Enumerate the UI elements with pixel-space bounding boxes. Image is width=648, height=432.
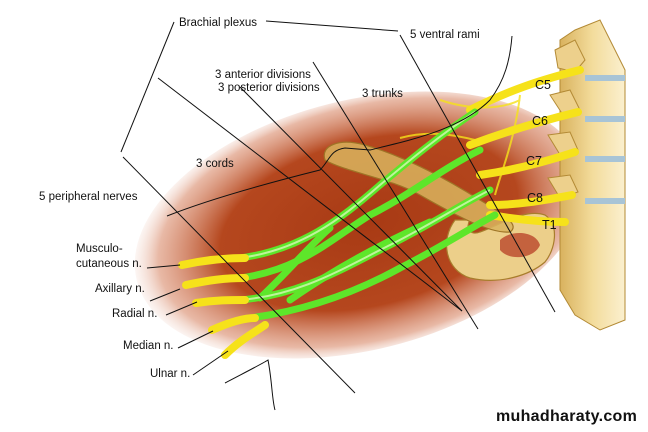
- label-brachial-plexus: Brachial plexus: [179, 17, 257, 29]
- label-ulnar: Ulnar n.: [150, 368, 191, 380]
- label-axillary: Axillary n.: [95, 283, 145, 295]
- label-ventral-rami: 5 ventral rami: [410, 29, 480, 41]
- label-trunks: 3 trunks: [362, 88, 403, 100]
- label-posterior-divisions: 3 posterior divisions: [218, 82, 320, 94]
- label-peripheral-nerves: 5 peripheral nerves: [39, 191, 138, 203]
- label-musculocutaneous-2: cutaneous n.: [76, 258, 142, 270]
- label-root-c5: C5: [535, 78, 551, 92]
- label-cords: 3 cords: [196, 158, 234, 170]
- label-root-c6: C6: [532, 114, 548, 128]
- spine: [547, 19, 626, 331]
- leader-lines: [120, 20, 556, 411]
- label-anterior-divisions: 3 anterior divisions: [215, 69, 311, 81]
- label-root-c8: C8: [527, 191, 543, 205]
- label-musculocutaneous-1: Musculo-: [76, 243, 123, 255]
- watermark: muhadharaty.com: [496, 408, 638, 425]
- peripheral-nerves: [178, 254, 269, 359]
- label-root-c7: C7: [526, 154, 542, 168]
- label-radial: Radial n.: [112, 308, 158, 320]
- label-median: Median n.: [123, 340, 174, 352]
- label-root-t1: T1: [542, 218, 557, 232]
